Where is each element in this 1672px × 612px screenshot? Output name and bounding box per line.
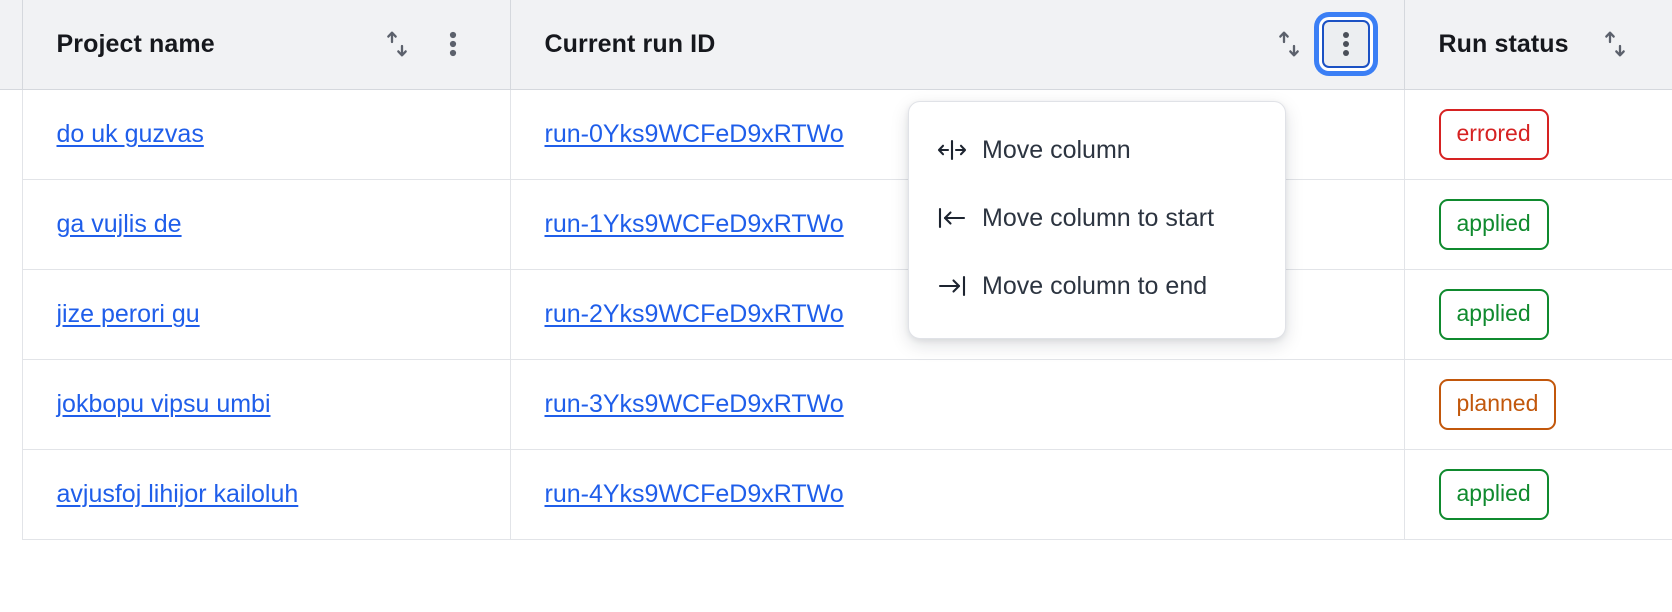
cell-current-run-id: run-4Yks9WCFeD9xRTWo	[510, 449, 1405, 540]
menu-item-label: Move column to start	[982, 203, 1215, 232]
column-header-label-run-status: Run status	[1438, 29, 1569, 58]
cell-project-name: jokbopu vipsu umbi	[22, 359, 511, 450]
move-to-end-icon	[935, 269, 969, 303]
column-context-menu: Move column Move column to start Move co…	[908, 101, 1286, 339]
cell-project-name: do uk guzvas	[22, 89, 511, 180]
cell-project-name: avjusfoj lihijor kailoluh	[22, 449, 511, 540]
project-name-link[interactable]: do uk guzvas	[56, 119, 204, 148]
column-header-label-current-run-id: Current run ID	[544, 29, 716, 58]
cell-run-status: applied	[1404, 449, 1672, 540]
kebab-menu-icon-current-run-id[interactable]	[1321, 20, 1370, 69]
move-column-icon	[935, 133, 969, 167]
cell-project-name: ga vujlis de	[22, 179, 511, 270]
table-row: do uk guzvas run-0Yks9WCFeD9xRTWo errore…	[0, 89, 1672, 180]
cell-project-name: jize perori gu	[22, 269, 511, 360]
status-badge: applied	[1438, 198, 1549, 250]
table-body: do uk guzvas run-0Yks9WCFeD9xRTWo errore…	[0, 89, 1672, 540]
menu-item-label: Move column to end	[982, 271, 1208, 300]
row-gutter-header	[0, 0, 23, 90]
kebab-menu-icon-project-name[interactable]	[430, 21, 476, 67]
table-row: jokbopu vipsu umbi run-3Yks9WCFeD9xRTWo …	[0, 359, 1672, 450]
sort-arrows-icon-run-status[interactable]	[1592, 21, 1638, 67]
row-gutter	[0, 449, 23, 539]
projects-table: Project name	[0, 0, 1672, 540]
status-badge: errored	[1438, 108, 1549, 160]
project-name-link[interactable]: ga vujlis de	[56, 209, 182, 238]
project-name-link[interactable]: jokbopu vipsu umbi	[56, 389, 271, 418]
row-gutter	[0, 179, 23, 269]
menu-item-move-column-to-end[interactable]: Move column to end	[909, 252, 1285, 320]
project-name-link[interactable]: avjusfoj lihijor kailoluh	[56, 479, 299, 508]
cell-run-status: applied	[1404, 269, 1672, 360]
row-gutter	[0, 89, 23, 179]
table-row: ga vujlis de run-1Yks9WCFeD9xRTWo applie…	[0, 179, 1672, 270]
status-badge: planned	[1438, 378, 1557, 430]
column-header-project-name[interactable]: Project name	[22, 0, 511, 90]
run-id-link[interactable]: run-3Yks9WCFeD9xRTWo	[544, 389, 844, 418]
menu-item-move-column[interactable]: Move column	[909, 116, 1285, 184]
run-id-link[interactable]: run-0Yks9WCFeD9xRTWo	[544, 119, 844, 148]
menu-item-move-column-to-start[interactable]: Move column to start	[909, 184, 1285, 252]
run-id-link[interactable]: run-2Yks9WCFeD9xRTWo	[544, 299, 844, 328]
cell-run-status: errored	[1404, 89, 1672, 180]
status-badge: applied	[1438, 468, 1549, 520]
row-gutter	[0, 359, 23, 449]
table-header-row: Project name	[0, 0, 1672, 90]
column-header-label-project-name: Project name	[56, 29, 215, 58]
menu-item-label: Move column	[982, 135, 1131, 164]
sort-arrows-icon-current-run-id[interactable]	[1266, 21, 1312, 67]
status-badge: applied	[1438, 288, 1549, 340]
table-header: Project name	[0, 0, 1672, 90]
sort-arrows-icon-project-name[interactable]	[374, 21, 420, 67]
project-name-link[interactable]: jize perori gu	[56, 299, 200, 328]
column-header-current-run-id[interactable]: Current run ID	[510, 0, 1405, 90]
cell-current-run-id: run-3Yks9WCFeD9xRTWo	[510, 359, 1405, 450]
column-header-run-status[interactable]: Run status	[1404, 0, 1672, 90]
table-row: jize perori gu run-2Yks9WCFeD9xRTWo appl…	[0, 269, 1672, 360]
cell-run-status: applied	[1404, 179, 1672, 270]
run-id-link[interactable]: run-4Yks9WCFeD9xRTWo	[544, 479, 844, 508]
table-row: avjusfoj lihijor kailoluh run-4Yks9WCFeD…	[0, 449, 1672, 540]
row-gutter	[0, 269, 23, 359]
cell-run-status: planned	[1404, 359, 1672, 450]
move-to-start-icon	[935, 201, 969, 235]
run-id-link[interactable]: run-1Yks9WCFeD9xRTWo	[544, 209, 844, 238]
